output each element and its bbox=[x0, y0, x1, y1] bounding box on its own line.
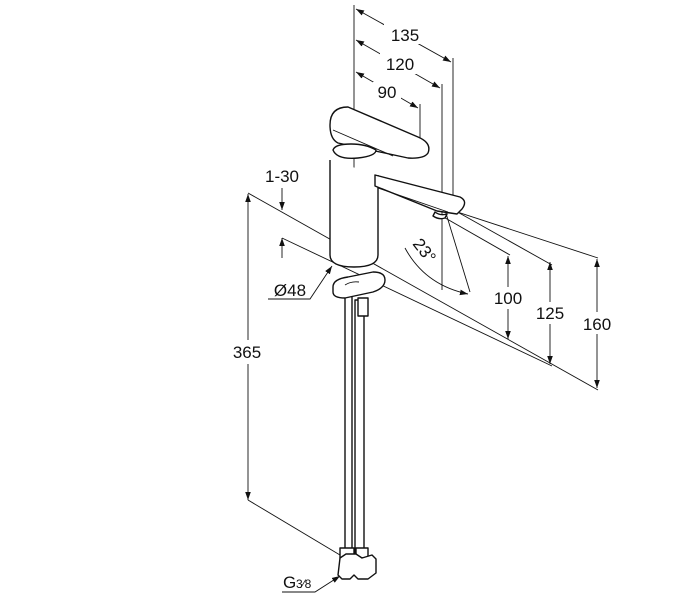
dim-125-label: 125 bbox=[536, 304, 564, 323]
dim-90-label: 90 bbox=[378, 83, 397, 102]
dim-diameter-label: Ø48 bbox=[274, 281, 306, 300]
dim-100-label: 100 bbox=[494, 289, 522, 308]
angle-23-label: 23° bbox=[409, 235, 440, 267]
faucet-illustration bbox=[329, 106, 466, 580]
diameter-dimension: Ø48 bbox=[268, 265, 333, 300]
thread-fraction-label: 3⁄8 bbox=[296, 577, 312, 591]
thread-main-label: G bbox=[283, 573, 296, 592]
base-extension-lines bbox=[247, 189, 599, 391]
dim-1-30-label: 1-30 bbox=[265, 167, 299, 186]
angle-dimension: 23° bbox=[404, 209, 471, 296]
thread-label: G 3⁄8 bbox=[282, 573, 341, 593]
dim-135-label: 135 bbox=[391, 26, 419, 45]
thickness-dimension: 1-30 bbox=[265, 167, 299, 258]
dim-120-label: 120 bbox=[386, 55, 414, 74]
dim-160-label: 160 bbox=[583, 315, 611, 334]
dim-365-label: 365 bbox=[233, 343, 261, 362]
